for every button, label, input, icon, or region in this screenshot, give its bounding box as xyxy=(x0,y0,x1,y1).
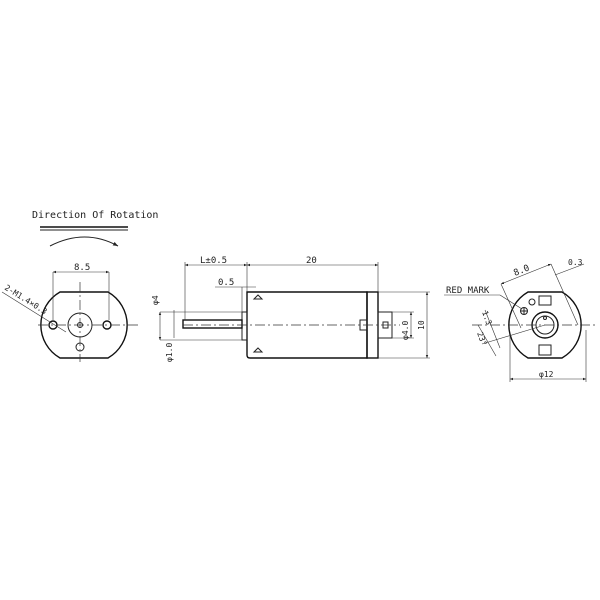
shaft-dia-dim: φ1.0 xyxy=(165,343,174,362)
side-view xyxy=(158,262,430,359)
terminal-width-dim: 1.3 xyxy=(480,310,493,327)
front-view xyxy=(1,270,138,362)
hole-callout: 2-M1.4×0.3 xyxy=(3,283,49,316)
rotation-arrow-icon xyxy=(49,236,119,247)
terminal-thickness-dim: 0.3 xyxy=(568,258,583,267)
boss-dia-dim: φ4 xyxy=(151,295,160,305)
polarity-mark-icon xyxy=(528,298,536,306)
diameter-dim: φ12 xyxy=(539,370,554,379)
terminal-spacing-dim: 8.0 xyxy=(512,263,531,278)
body-length-dim: 20 xyxy=(306,256,317,266)
red-mark-label: RED MARK xyxy=(446,286,490,296)
rear-view xyxy=(444,263,595,382)
rotation-title: Direction Of Rotation xyxy=(32,210,158,221)
height-dim: 10 xyxy=(417,320,426,330)
shaft-length-dim: L±0.5 xyxy=(200,256,227,266)
flange-thickness-dim: 0.5 xyxy=(218,278,234,288)
rear-dia-dim: φ4.0 xyxy=(401,321,410,340)
front-width-dim: 8.5 xyxy=(74,263,90,273)
angle-dim: 23° xyxy=(475,331,488,348)
